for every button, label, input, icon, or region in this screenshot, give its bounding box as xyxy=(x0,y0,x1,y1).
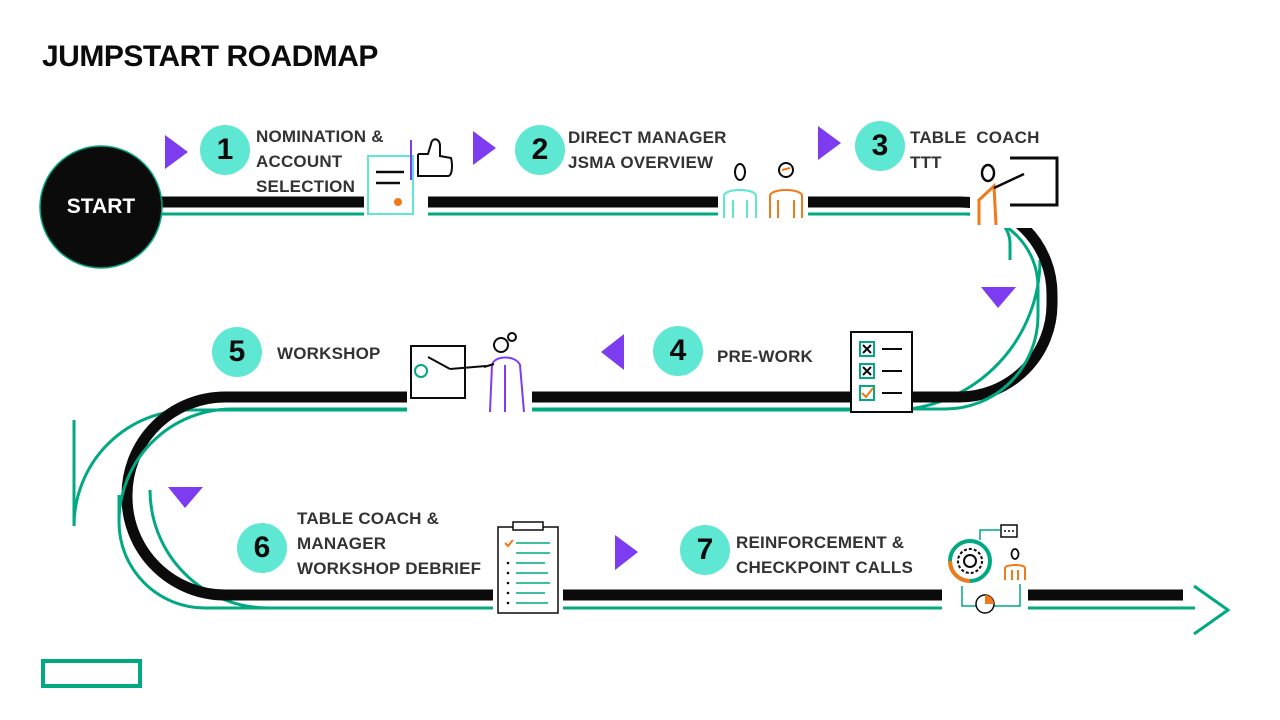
arrow-right-icon xyxy=(165,135,188,169)
clipboard-icon xyxy=(493,520,563,616)
start-label: START xyxy=(66,195,136,218)
step-number: 3 xyxy=(871,129,889,162)
step-label-line: MANAGER xyxy=(297,534,387,553)
hpe-logo xyxy=(41,659,142,688)
presenter-icon xyxy=(407,332,532,414)
step-label-line: REINFORCEMENT & xyxy=(736,533,905,552)
road-green-line xyxy=(117,212,1195,610)
step-6-label: TABLE COACH & MANAGER WORKSHOP DEBRIEF xyxy=(297,506,481,581)
step-number: 2 xyxy=(531,133,549,166)
two-people-icon xyxy=(718,158,808,220)
step-label-line: TABLE COACH & xyxy=(297,509,440,528)
step-label-line: NOMINATION & xyxy=(256,127,384,146)
step-7-label: REINFORCEMENT & CHECKPOINT CALLS xyxy=(736,530,913,580)
trainer-board-icon xyxy=(970,154,1064,228)
step-number: 1 xyxy=(216,133,234,166)
step-badge-4[interactable] xyxy=(653,326,703,376)
step-badge-3[interactable] xyxy=(855,121,905,171)
arrow-right-icon xyxy=(818,126,841,160)
step-number: 6 xyxy=(253,531,271,564)
checklist-icon xyxy=(850,331,913,413)
arrow-left-icon xyxy=(601,334,624,370)
step-badge-5[interactable] xyxy=(212,327,262,377)
step-badge-1[interactable] xyxy=(200,125,250,175)
step-2-label: DIRECT MANAGER JSMA OVERVIEW xyxy=(568,125,727,175)
thumbs-up-icon xyxy=(417,138,453,177)
step-badges xyxy=(200,121,905,575)
step-5-label: WORKSHOP xyxy=(277,341,381,366)
road-green-outer xyxy=(115,232,1070,530)
step-label-line: TABLE COACH xyxy=(910,128,1040,147)
step-badge-2[interactable] xyxy=(515,125,565,175)
step-4-label: PRE-WORK xyxy=(717,344,813,369)
step-badge-7[interactable] xyxy=(680,525,730,575)
arrow-down-icon xyxy=(981,287,1016,308)
gear-network-icon xyxy=(942,524,1028,618)
step-label-line: CHECKPOINT CALLS xyxy=(736,558,913,577)
step-number: 7 xyxy=(696,533,714,566)
step-3-label: TABLE COACH TTT xyxy=(910,125,1040,175)
step-number: 4 xyxy=(669,334,687,367)
step-label-line: WORKSHOP DEBRIEF xyxy=(297,559,482,578)
end-arrow-icon xyxy=(1193,584,1231,636)
step-label-line: JSMA OVERVIEW xyxy=(568,153,714,172)
page-title: JUMPSTART ROADMAP xyxy=(42,40,378,73)
arrow-right-icon xyxy=(473,131,496,165)
step-number: 5 xyxy=(228,335,246,368)
arrow-down-icon xyxy=(168,487,203,508)
step-label-line: TTT xyxy=(910,153,942,172)
step-label-line: WORKSHOP xyxy=(277,344,381,363)
start-circle[interactable] xyxy=(39,145,163,269)
step-label-line: PRE-WORK xyxy=(717,347,814,366)
step-label-line: SELECTION xyxy=(256,177,356,196)
direction-arrows xyxy=(165,126,1016,570)
step-1-label: NOMINATION & ACCOUNT SELECTION xyxy=(256,124,384,199)
road-black-track xyxy=(121,196,1183,601)
document-icon xyxy=(364,140,428,218)
step-label-line: ACCOUNT xyxy=(256,152,343,171)
arrow-right-icon xyxy=(615,535,638,570)
step-label-line: DIRECT MANAGER xyxy=(568,128,727,147)
step-badge-6[interactable] xyxy=(237,523,287,573)
